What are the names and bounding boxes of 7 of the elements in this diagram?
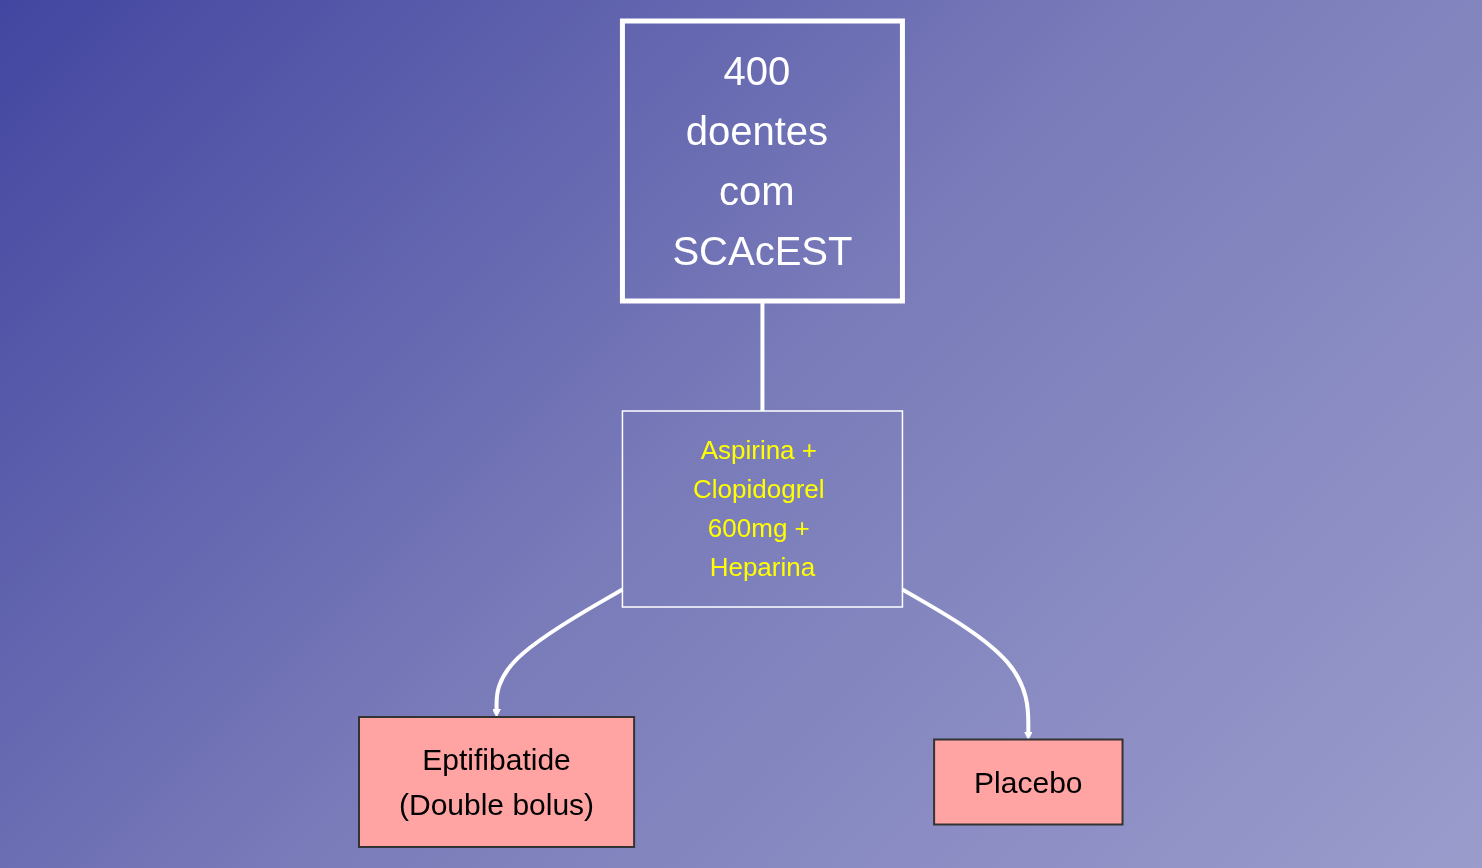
node-box: Placebo <box>933 738 1124 826</box>
connector <box>760 301 765 411</box>
node-box: Aspirina + Clopidogrel 600mg + Heparina <box>621 410 904 608</box>
arrow <box>901 587 1033 740</box>
node-box: 400 doentes com SCAcEST <box>620 18 906 304</box>
node-box: Eptifibatide (Double bolus) <box>358 716 636 848</box>
arrow <box>492 587 624 718</box>
